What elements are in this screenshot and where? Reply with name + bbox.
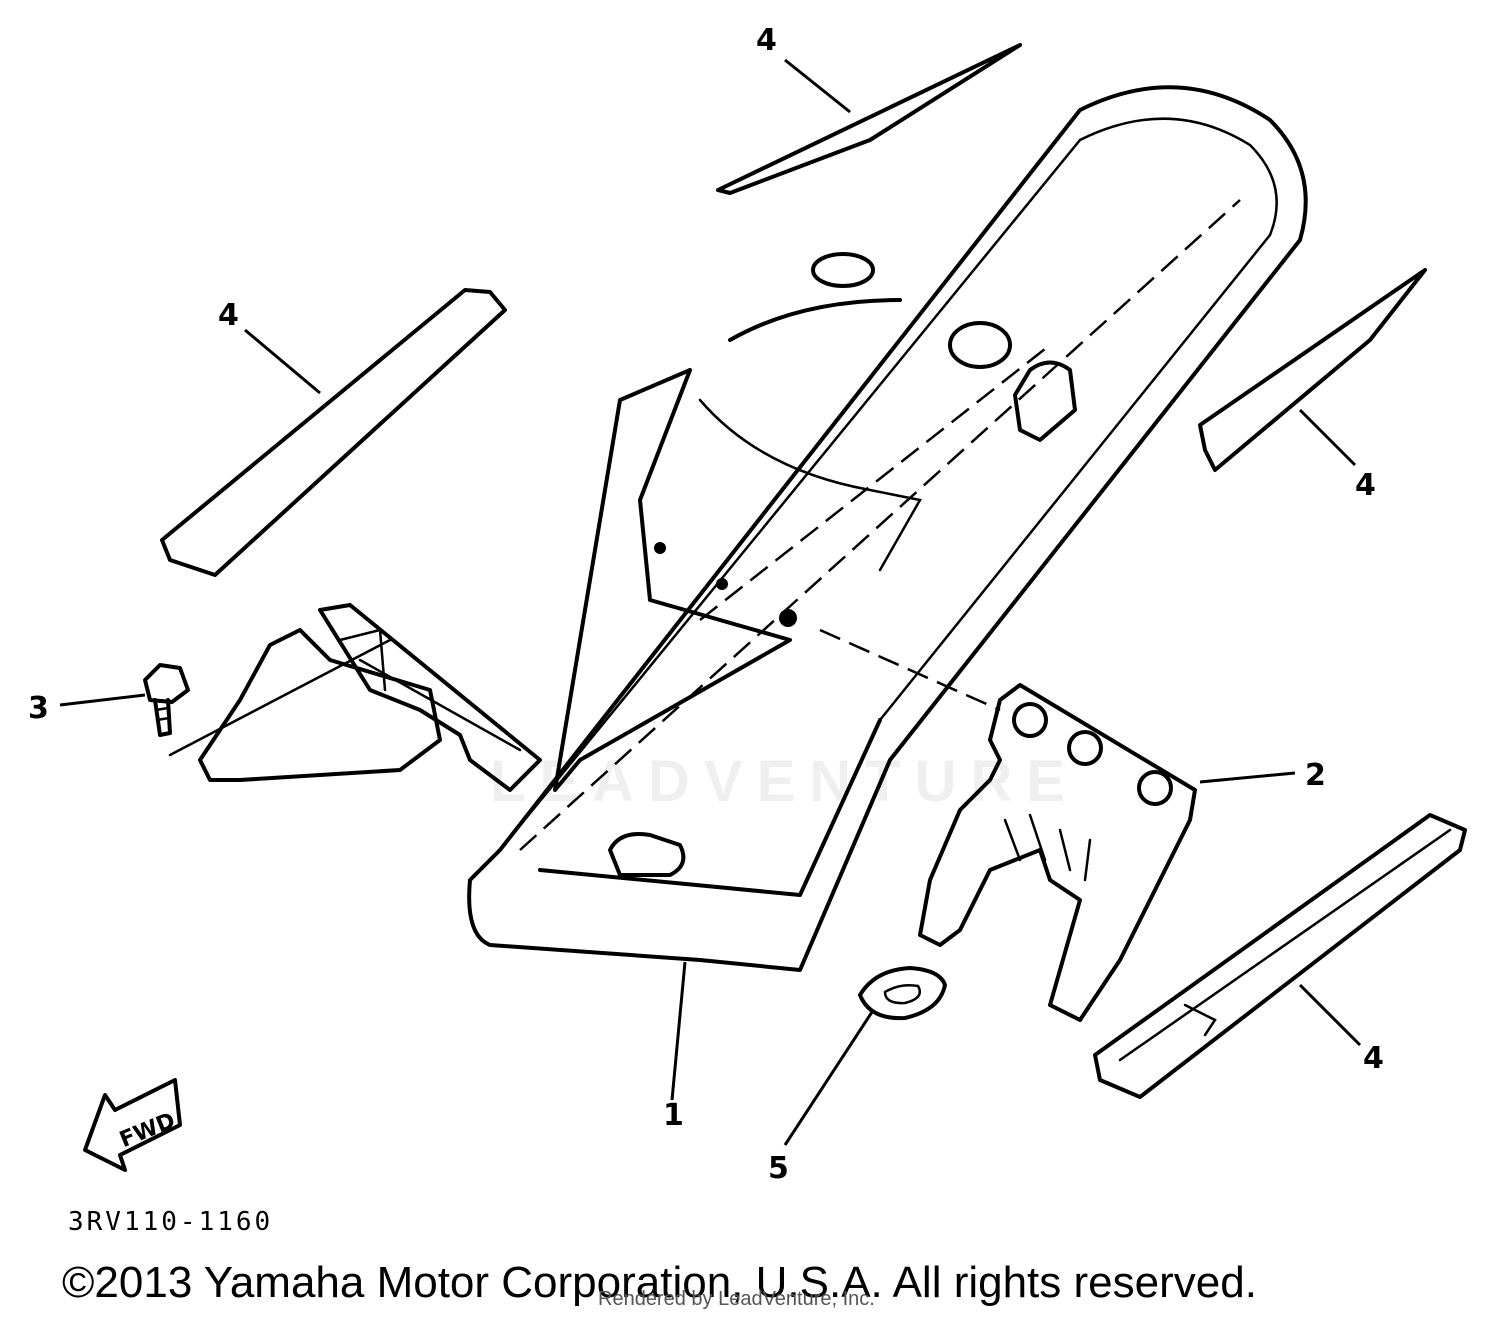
decal-part-4-right	[1198, 268, 1427, 472]
decal-part-4-left	[160, 288, 507, 577]
callout-3: 3	[28, 691, 49, 726]
rear-fender-part-1	[168, 85, 1308, 972]
callout-4-top: 4	[756, 23, 777, 58]
diagram-code: 3RV110-1160	[68, 1207, 273, 1237]
callout-leaders	[59, 58, 1362, 1146]
decal-part-4-top	[716, 43, 1022, 195]
callout-4-right: 4	[1355, 468, 1376, 503]
callout-4-left: 4	[218, 298, 239, 333]
rendered-by-text: Rendered by LeadVenture, Inc.	[598, 1288, 875, 1310]
watermark: LEADVENTURE	[490, 749, 1080, 814]
copyright-text: ©2013 Yamaha Motor Corporation, U.S.A. A…	[62, 1258, 1257, 1307]
bracket-part-2	[819, 628, 1197, 1022]
decal-part-4-lower	[1093, 813, 1467, 1099]
fwd-arrow-icon: FWD	[83, 1078, 182, 1172]
bolt-part-3	[143, 663, 190, 737]
fwd-label: FWD	[116, 1108, 179, 1153]
grommet-part-5	[858, 966, 947, 1021]
callout-5: 5	[768, 1151, 789, 1186]
callout-4-lower: 4	[1363, 1041, 1384, 1076]
callout-2: 2	[1305, 758, 1326, 793]
callout-1: 1	[663, 1098, 684, 1133]
